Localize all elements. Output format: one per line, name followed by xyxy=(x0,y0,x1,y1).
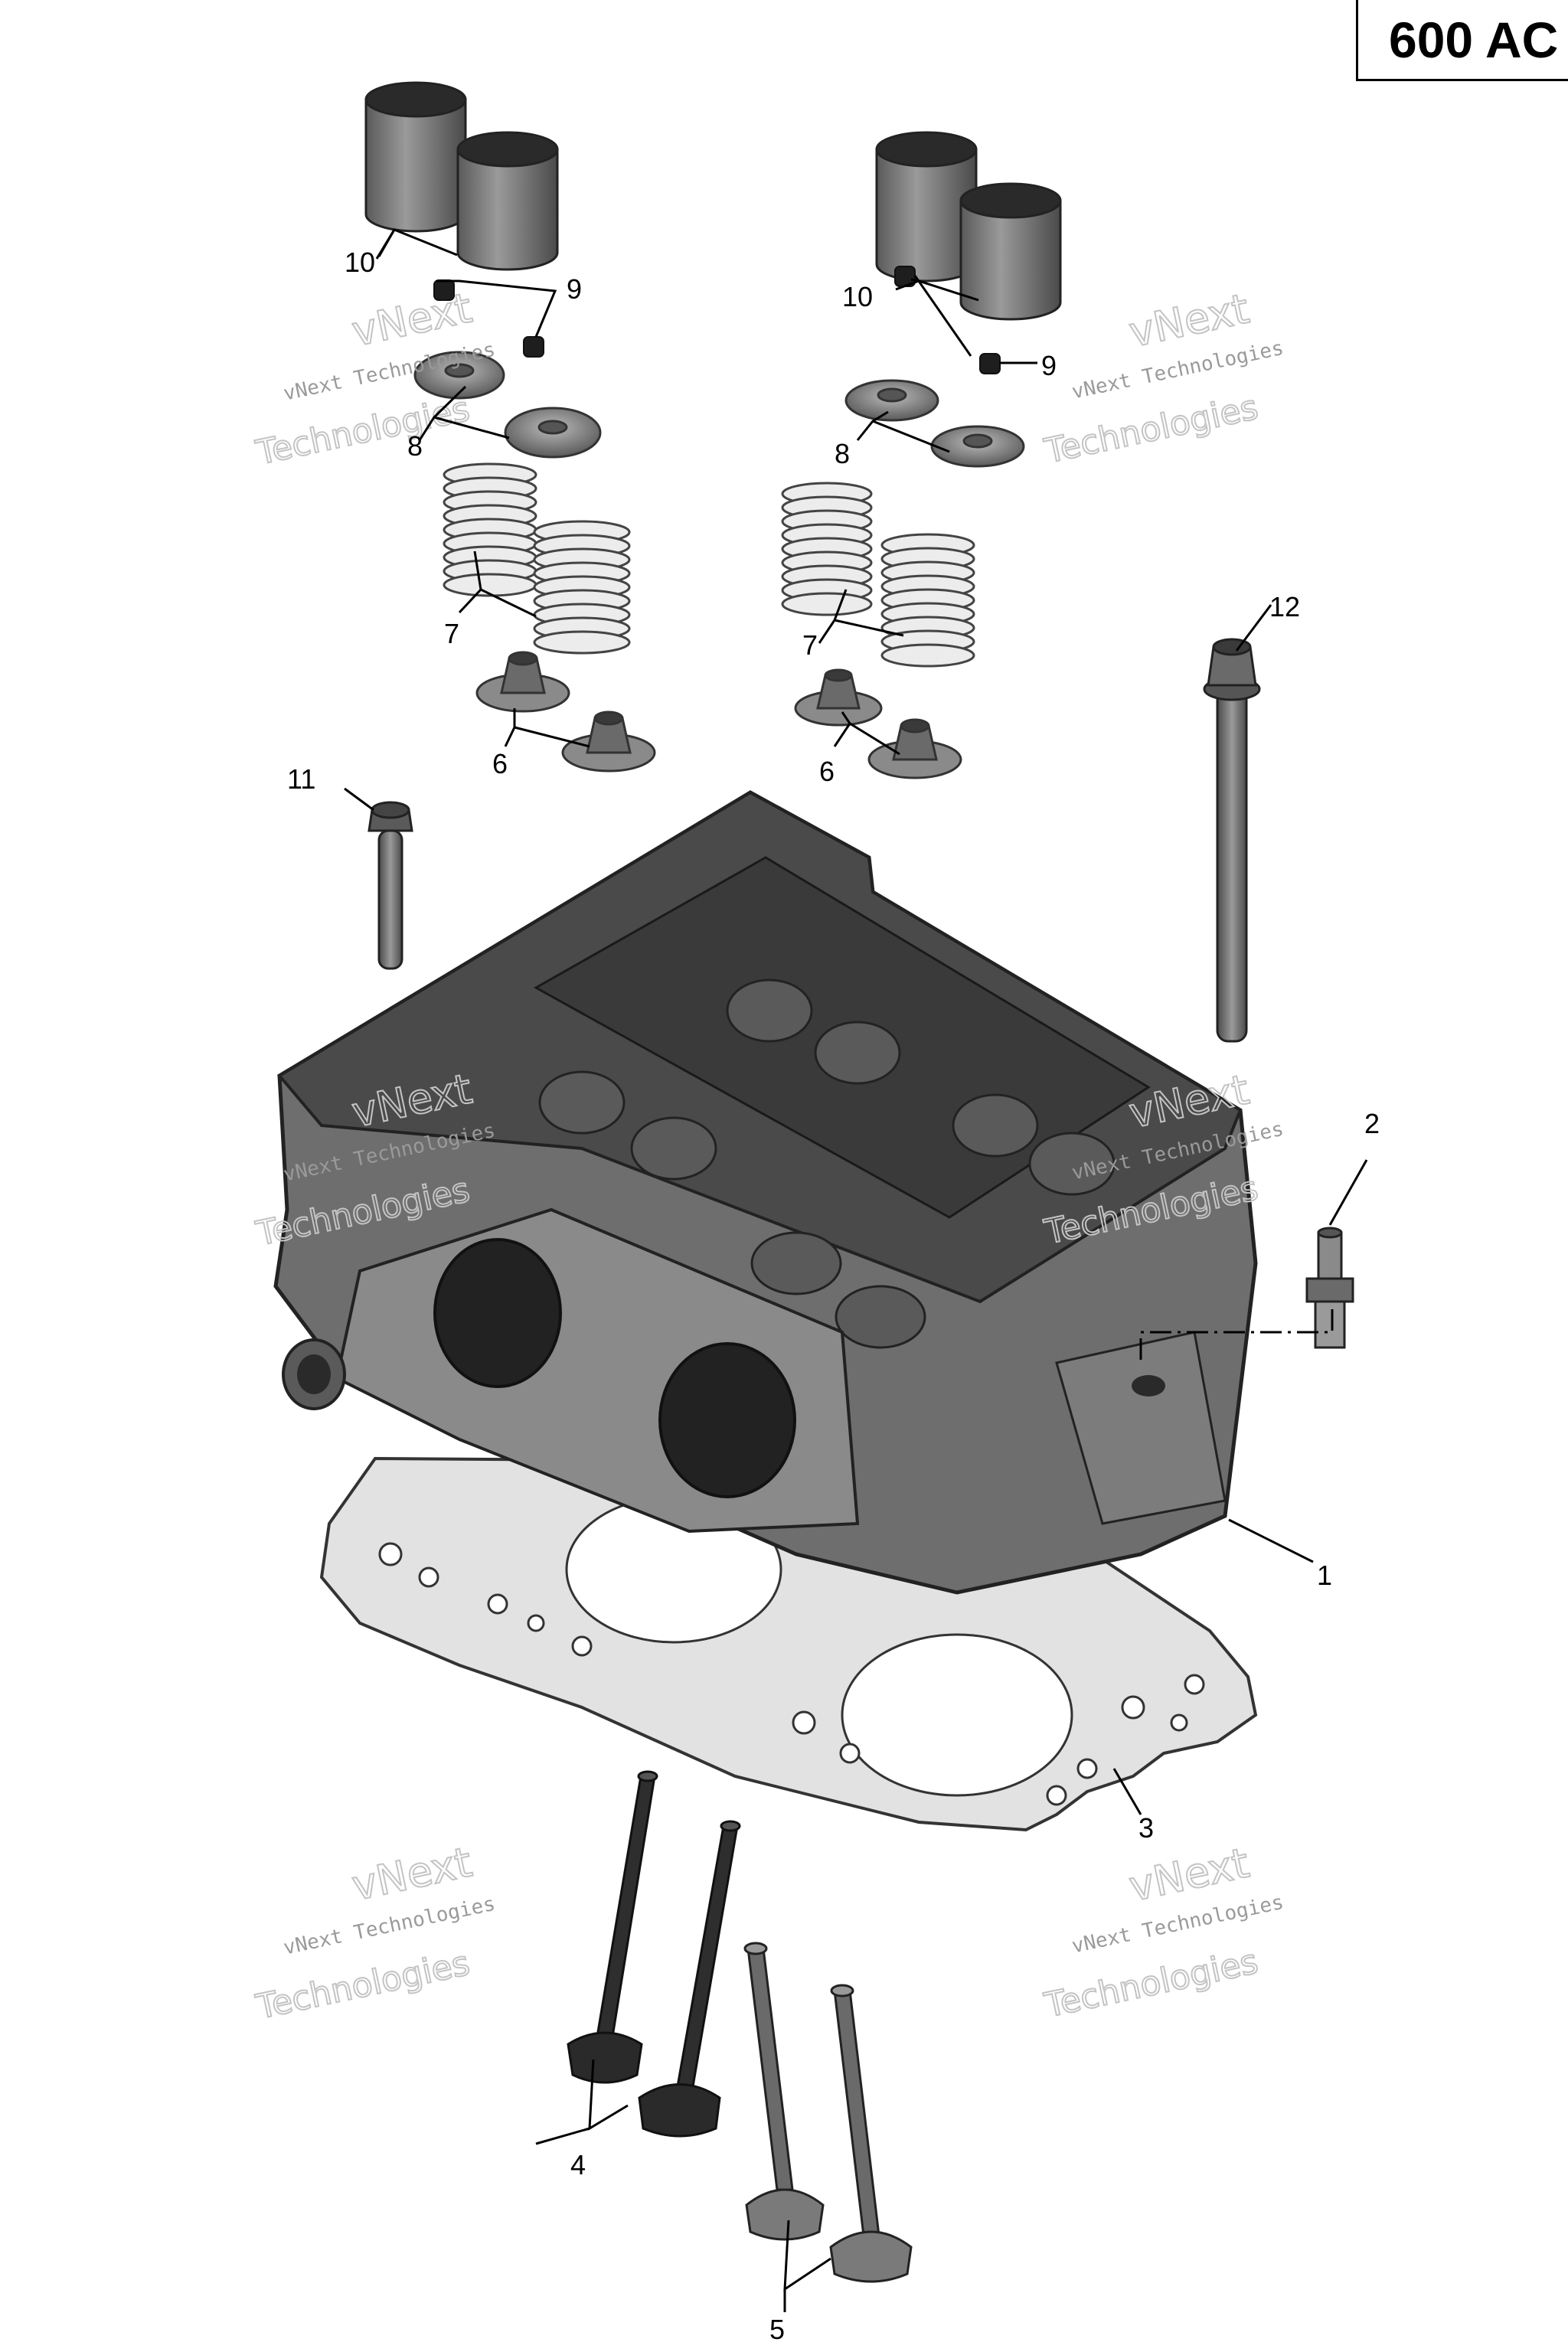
callout-10-right: 10 xyxy=(842,281,873,312)
short-bolt xyxy=(368,801,413,970)
valve-springs xyxy=(443,462,975,668)
watermark-bottom-right: vNext vNext Technologies Technologies xyxy=(1040,1838,1286,2026)
spring-coil xyxy=(533,630,631,655)
callout-9-left: 9 xyxy=(567,273,582,305)
valve-stem-seals xyxy=(475,651,962,779)
callout-6-right: 6 xyxy=(819,756,835,787)
svg-text:vNext: vNext xyxy=(348,1838,475,1909)
callout-6-left: 6 xyxy=(492,748,508,779)
callout-7-right: 7 xyxy=(802,629,818,661)
svg-text:vNext: vNext xyxy=(1125,1838,1253,1910)
callout-12: 12 xyxy=(1269,591,1300,622)
tappet-left-a xyxy=(364,81,467,233)
svg-text:vNext: vNext xyxy=(348,283,475,355)
exhaust-valves xyxy=(743,1942,913,2283)
spring-coil xyxy=(443,573,537,597)
diagram-title-box: 600 AC xyxy=(1356,0,1568,81)
valve-keepers xyxy=(433,266,1001,374)
spring-retainers xyxy=(413,351,1025,468)
svg-text:vNext: vNext xyxy=(1125,284,1253,356)
intake-valves xyxy=(567,1770,741,2138)
callout-8-right: 8 xyxy=(835,438,850,469)
callout-2: 2 xyxy=(1364,1108,1380,1139)
spring-coil xyxy=(880,643,975,668)
callout-4: 4 xyxy=(570,2149,586,2180)
watermark-bottom-left: vNext vNext Technologies Technologies xyxy=(252,1837,498,2027)
callout-9-right: 9 xyxy=(1041,350,1057,381)
dash-dot-line xyxy=(1139,1309,1334,1363)
fitting xyxy=(1305,1227,1354,1349)
watermark-top-right: vNext vNext Technologies Technologies xyxy=(1040,283,1286,472)
callout-5: 5 xyxy=(769,2314,785,2345)
long-bolt xyxy=(1203,638,1261,1043)
callout-3: 3 xyxy=(1138,1812,1154,1844)
callout-7-left: 7 xyxy=(444,618,459,649)
leader-lines xyxy=(344,228,1368,2312)
callout-10-left: 10 xyxy=(345,247,375,278)
callout-8-left: 8 xyxy=(407,430,423,462)
callout-1: 1 xyxy=(1317,1560,1332,1591)
spring-coil xyxy=(781,592,873,616)
callout-11: 11 xyxy=(287,763,315,795)
cylinder-head xyxy=(273,790,1258,1595)
tappet-left-b xyxy=(456,131,559,271)
tappet-right-a xyxy=(875,131,978,283)
tappet-right-b xyxy=(959,182,1062,321)
diagram-title: 600 AC xyxy=(1389,11,1559,68)
